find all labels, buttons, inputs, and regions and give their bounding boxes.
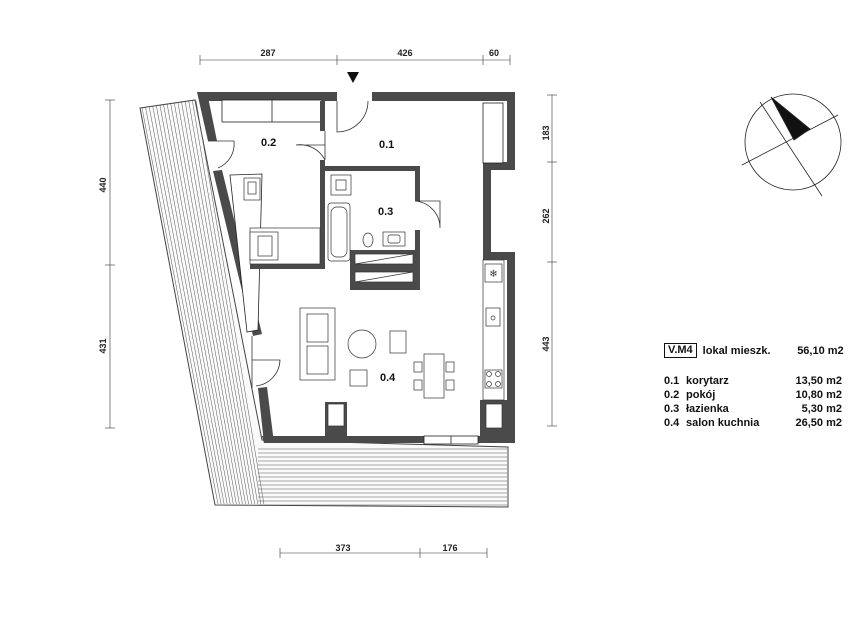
dim-bottom-1: 373 — [335, 543, 350, 553]
legend-row: 0.2 pokój 10,80 m2 — [664, 388, 844, 402]
windows — [221, 99, 504, 445]
dim-right-1: 183 — [541, 125, 551, 140]
svg-text:❄: ❄ — [489, 269, 497, 280]
terrace-hatch — [181, 102, 252, 505]
terrace-hatch — [184, 101, 255, 505]
legend-name: korytarz — [686, 375, 729, 387]
compass-icon — [741, 93, 842, 197]
legend-code: 0.1 — [664, 375, 680, 387]
kitchen-counter: ❄ — [482, 259, 505, 401]
sink-icon — [485, 307, 501, 327]
terrace-hatch — [141, 107, 219, 505]
legend-code: 0.3 — [664, 403, 680, 415]
legend-area: 26,50 m2 — [795, 417, 842, 429]
terrace-hatch — [145, 107, 222, 505]
dim-bottom-2: 176 — [442, 543, 457, 553]
bedroom-furniture — [243, 177, 321, 265]
cabinets — [327, 253, 503, 429]
dim-top-2: 426 — [397, 48, 412, 58]
legend-name: salon kuchnia — [686, 417, 760, 429]
dim-left-1: 440 — [98, 177, 108, 192]
area-legend: V.M4 lokal mieszk. 56,10 m2 0.1 korytarz… — [664, 343, 844, 430]
entrance-arrow-icon — [347, 72, 359, 83]
terrace-hatch — [170, 103, 243, 505]
doors — [208, 100, 441, 388]
legend-header: V.M4 lokal mieszk. 56,10 m2 — [664, 343, 844, 358]
terrace-hatch — [159, 105, 234, 505]
terrace-hatch — [163, 104, 237, 505]
unit-total: 56,10 m2 — [797, 344, 844, 357]
legend-area: 5,30 m2 — [801, 403, 842, 415]
terrace-hatch — [174, 103, 246, 505]
unit-label: lokal mieszk. — [702, 344, 771, 357]
room-label-04: 0.4 — [380, 372, 396, 384]
terrace-hatch — [192, 100, 262, 505]
dimension-labels: 287 426 60 373 176 440 431 183 262 443 — [98, 48, 551, 553]
living-furniture — [299, 307, 455, 399]
dim-top-1: 287 — [260, 48, 275, 58]
interior-walls — [250, 101, 507, 440]
terrace-hatch — [195, 100, 265, 505]
legend-code: 0.2 — [664, 389, 680, 401]
terrace-hatch — [166, 104, 240, 505]
terrace-hatch — [188, 101, 259, 505]
terrace — [139, 99, 509, 508]
dimension-lines — [105, 55, 557, 558]
legend-name: łazienka — [686, 403, 729, 415]
room-labels: 0.1 0.2 0.3 0.4 — [261, 137, 396, 384]
room-label-02: 0.2 — [261, 137, 276, 149]
legend-row: 0.1 korytarz 13,50 m2 — [664, 374, 844, 388]
dim-left-2: 431 — [98, 338, 108, 353]
legend-area: 13,50 m2 — [795, 375, 842, 387]
legend-row: 0.3 łazienka 5,30 m2 — [664, 402, 844, 416]
terrace-hatch — [148, 106, 225, 505]
legend-area: 10,80 m2 — [795, 389, 842, 401]
dim-top-3: 60 — [489, 48, 499, 58]
fridge-icon — [484, 263, 503, 283]
terrace-hatch — [152, 106, 228, 505]
legend-row: 0.4 salon kuchnia 26,50 m2 — [664, 416, 844, 430]
terrace-hatch — [156, 105, 231, 505]
dim-right-2: 262 — [541, 208, 551, 223]
room-label-03: 0.3 — [378, 206, 393, 218]
unit-code: V.M4 — [664, 343, 697, 358]
terrace-hatch — [177, 102, 249, 505]
dim-right-3: 443 — [541, 336, 551, 351]
room-label-01: 0.1 — [379, 139, 394, 151]
legend-code: 0.4 — [664, 417, 680, 429]
legend-name: pokój — [686, 389, 716, 401]
bathroom-fixtures — [327, 174, 406, 262]
